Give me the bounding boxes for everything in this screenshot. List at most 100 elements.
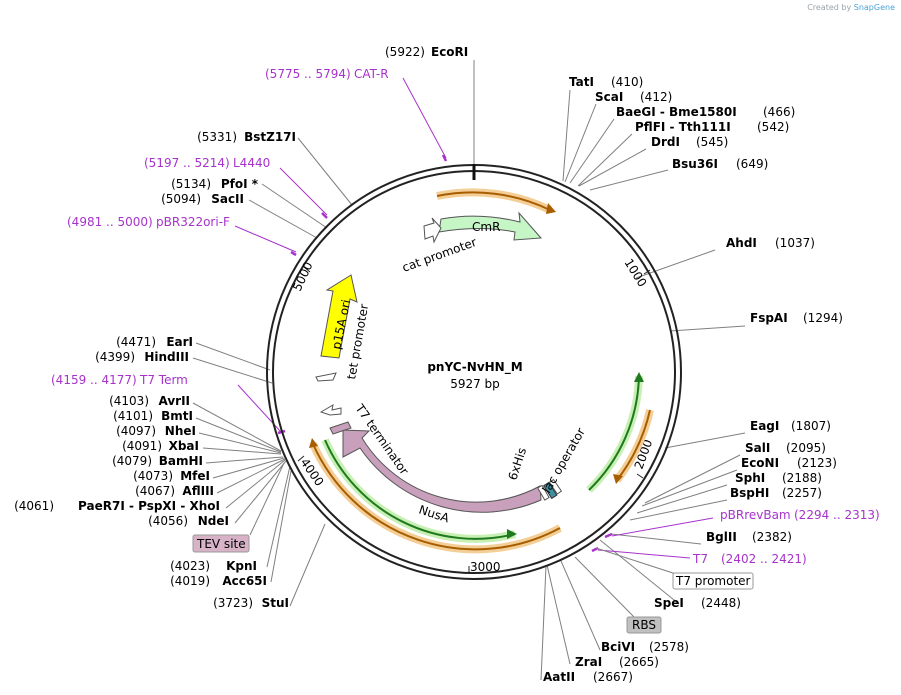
site-name: DrdI xyxy=(651,135,680,149)
site-name: PaeR7I - PspXI - XhoI xyxy=(78,499,220,513)
site-pos: (3723) xyxy=(213,596,253,610)
orf-bottom-green-arc xyxy=(324,439,516,540)
site-pos: (2665) xyxy=(619,655,659,669)
rbs-label: RBS xyxy=(632,618,656,632)
site-name: SpeI xyxy=(654,596,684,610)
site-name: BglII xyxy=(706,530,737,544)
orf-right-green-arc xyxy=(588,375,640,491)
primer-name: pBRrevBam xyxy=(720,508,791,522)
site-name: PflFI - Tth111I xyxy=(635,120,731,134)
orf-right-green-glow xyxy=(586,375,643,493)
primer-range: (5775 .. 5794) xyxy=(265,67,351,81)
t7-promoter-label: T7 promoter xyxy=(675,574,751,588)
site-pos: (542) xyxy=(757,120,789,134)
site-name: NheI xyxy=(165,424,196,438)
cat-promoter-label: cat promoter xyxy=(400,235,478,275)
site-name: BciVI xyxy=(601,640,635,654)
orf-bottom-orange-arc xyxy=(312,443,561,551)
site-pos: (466) xyxy=(763,105,795,119)
site-pos: (4101) xyxy=(113,409,153,423)
orf-top-glow xyxy=(436,188,552,214)
site-name: BamHI xyxy=(159,454,203,468)
site-pos: (1807) xyxy=(791,419,831,433)
primer-range: (2294 .. 2313) xyxy=(794,508,880,522)
tet-promoter-feature xyxy=(315,372,337,382)
site-name: ScaI xyxy=(595,90,623,104)
site-pos: (2257) xyxy=(782,486,822,500)
site-pos: (4056) xyxy=(148,514,188,528)
site-name: MfeI xyxy=(180,469,210,483)
site-name: PfoI * xyxy=(221,177,259,191)
site-name: AatII xyxy=(543,670,575,684)
small-pink-feature xyxy=(329,421,352,435)
site-pos: (2123) xyxy=(797,456,837,470)
site-pos: (4091) xyxy=(122,439,162,453)
tick-label-5000: 5000 xyxy=(290,260,316,294)
site-pos: (412) xyxy=(640,90,672,104)
site-name: StuI xyxy=(262,596,289,610)
orf-bottom-green-arrowhead xyxy=(507,529,517,539)
site-name: AvrII xyxy=(158,394,190,408)
site-pos: (4019) xyxy=(170,574,210,588)
site-pos: (649) xyxy=(736,157,768,171)
site-name: BaeGI - Bme1580I xyxy=(616,105,737,119)
site-pos: (4399) xyxy=(95,350,135,364)
site-pos: (2578) xyxy=(649,640,689,654)
site-pos: (1037) xyxy=(775,236,815,250)
rbs-box xyxy=(626,616,662,634)
site-pos: (5331) xyxy=(197,130,237,144)
primer-labels: (5775 .. 5794) CAT-R (5197 .. 5214) L444… xyxy=(51,67,880,566)
orf-top-arrowhead xyxy=(546,203,556,214)
site-pos: (1294) xyxy=(803,311,843,325)
site-name: Bsu36I xyxy=(672,157,718,171)
6xHis-feature xyxy=(543,481,558,500)
site-pos: (4097) xyxy=(116,424,156,438)
t7-promoter-box xyxy=(672,572,754,590)
site-name: SacII xyxy=(211,192,244,206)
snapgene-credit: Created by SnapGene xyxy=(807,3,895,12)
site-pos: (4079) xyxy=(112,454,152,468)
plasmid-name: pnYC-NvHN_M xyxy=(427,360,522,375)
primer-name: CAT-R xyxy=(354,67,389,81)
tev-leader xyxy=(249,462,285,536)
site-pos: (5134) xyxy=(171,177,211,191)
lac-operator-label: lac operator xyxy=(539,425,588,495)
site-pos: (2095) xyxy=(786,441,826,455)
orf-right-orange-arrowhead xyxy=(613,474,623,484)
site-name: BmtI xyxy=(161,409,193,423)
site-name: ZraI xyxy=(575,655,602,669)
site-pos: (545) xyxy=(696,135,728,149)
primer-range: (2402 .. 2421) xyxy=(721,552,807,566)
orf-right-orange-arc xyxy=(616,409,651,481)
primer-name: T7 xyxy=(692,552,708,566)
orf-bottom-orange-arrowhead xyxy=(309,438,318,448)
site-name: NdeI xyxy=(198,514,229,528)
site-name: SphI xyxy=(735,471,765,485)
site-name: SalI xyxy=(745,441,770,455)
site-name: EarI xyxy=(166,335,193,349)
site-name: AhdI xyxy=(726,236,757,250)
primer-range: (4981 .. 5000) xyxy=(67,215,153,229)
leader-lines xyxy=(192,60,746,681)
primer-lines xyxy=(234,77,714,559)
primer-range: (4159 .. 4177) xyxy=(51,373,137,387)
site-pos: (2667) xyxy=(593,670,633,684)
primer-range: (5197 .. 5214) xyxy=(144,156,230,170)
t7-promoter-leader xyxy=(595,547,677,575)
tev-small-feature xyxy=(537,484,550,501)
orf-right-green-arrowhead xyxy=(634,372,644,382)
site-labels: (5922) EcoRI TatI (410) ScaI (412) BaeGI… xyxy=(14,45,843,684)
orf-top-arc xyxy=(436,191,551,211)
CmR-feature xyxy=(438,211,543,241)
site-name: HindIII xyxy=(144,350,189,364)
primer-ticks xyxy=(277,154,613,553)
site-pos: (2448) xyxy=(701,596,741,610)
tev-site-label: TEV site xyxy=(196,537,246,551)
site-name: TatI xyxy=(569,75,594,89)
site-pos: (2382) xyxy=(752,530,792,544)
primer-name: L4440 xyxy=(233,156,270,170)
NusA-feature xyxy=(342,429,542,513)
tick-marks xyxy=(297,266,651,574)
site-name: XbaI xyxy=(169,439,199,453)
